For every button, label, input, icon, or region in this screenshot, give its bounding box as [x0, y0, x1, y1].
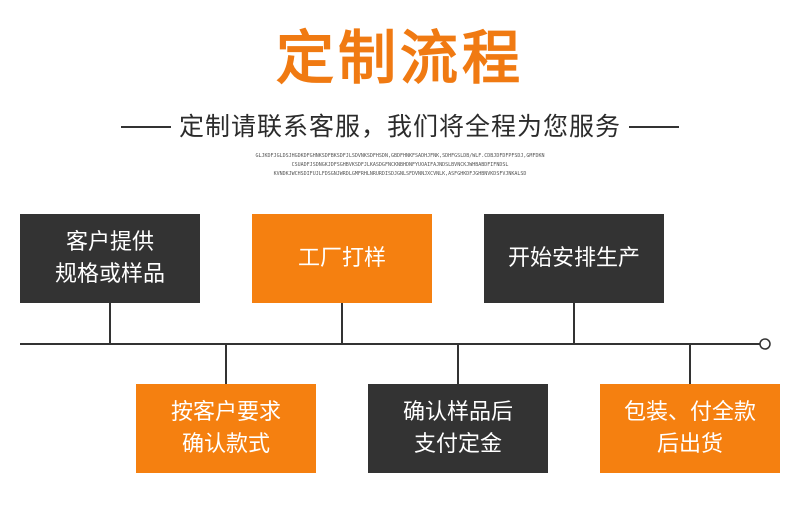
step-6-line2: 后出货: [656, 431, 723, 457]
step-3-box: 工厂打样: [252, 214, 432, 303]
step-1-line1: 客户提供: [65, 229, 154, 255]
step-5-box: 开始安排生产: [484, 214, 664, 303]
step-1-box: 客户提供 规格或样品: [20, 214, 200, 303]
step-4-box: 确认样品后 支付定金: [368, 384, 548, 473]
step-3-line1: 工厂打样: [297, 245, 386, 271]
subtitle-left-rule: [120, 126, 171, 128]
page-title: 定制流程: [275, 24, 524, 92]
step-6-line1: 包装、付全款: [623, 399, 756, 425]
subtitle-row: 定制请联系客服，我们将全程为您服务: [0, 110, 800, 144]
step-1-line2: 规格或样品: [54, 261, 165, 287]
step-2-box: 按客户要求 确认款式: [136, 384, 316, 473]
small-text-line: KVNDKJWCHSDIFUJLFDSGNJWRDLGMFRHLNRURDISD…: [273, 171, 527, 177]
decorative-small-text: GLJKDFJGLDSJHGDKDFGHNKSDFBKSDFJLSDVNKSDF…: [240, 152, 560, 179]
step-2-line1: 按客户要求: [170, 399, 281, 425]
timeline-end-node: [759, 338, 771, 350]
step-2-line2: 确认款式: [181, 431, 270, 457]
small-text-line: CSUADFJSDNGKJDFSGHBVKSDFJLKASDGFNCKNBHDN…: [291, 162, 509, 168]
subtitle: 定制请联系客服，我们将全程为您服务: [178, 112, 621, 141]
step-4-line1: 确认样品后: [402, 399, 513, 425]
small-text-line: GLJKDFJGLDSJHGDKDFGHNKSDFBKSDFJLSDVNKSDF…: [255, 153, 545, 159]
step-6-box: 包装、付全款 后出货: [600, 384, 780, 473]
step-5-line1: 开始安排生产: [507, 245, 640, 271]
step-4-line2: 支付定金: [413, 431, 502, 457]
subtitle-right-rule: [629, 126, 679, 128]
